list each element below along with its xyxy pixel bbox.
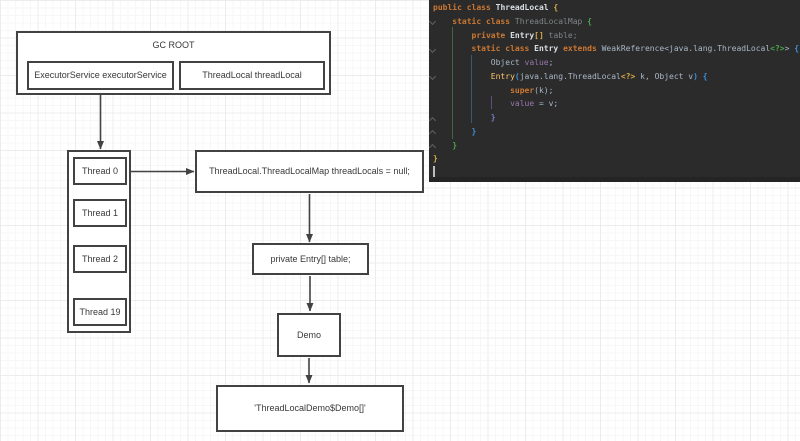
code-editor-panel[interactable]: public class ThreadLocal { static class … bbox=[429, 0, 800, 182]
thread-0-node[interactable]: Thread 0 bbox=[73, 157, 127, 185]
code-line[interactable]: Object value; bbox=[433, 58, 554, 67]
threadlocalmap-node[interactable]: ThreadLocal.ThreadLocalMap threadLocals … bbox=[195, 150, 424, 193]
code-line[interactable]: } bbox=[490, 113, 496, 122]
code-line[interactable]: private Entry[] table; bbox=[471, 30, 578, 40]
demo-label: Demo bbox=[296, 329, 321, 340]
code-line[interactable]: static class Entry extends WeakReference… bbox=[471, 44, 800, 54]
executor-service-label: ExecutorService executorService bbox=[34, 70, 167, 81]
thread-0-label: Thread 0 bbox=[81, 165, 119, 176]
thread-19-label: Thread 19 bbox=[79, 306, 121, 317]
code-line[interactable]: super(k); bbox=[510, 85, 554, 95]
entry-table-node[interactable]: private Entry[] table; bbox=[252, 243, 369, 275]
code-line[interactable]: value = v; bbox=[510, 99, 559, 109]
gc-root-label: GC ROOT bbox=[152, 40, 195, 50]
demo-node[interactable]: Demo bbox=[277, 313, 341, 357]
code-lines: public class ThreadLocal { static class … bbox=[433, 1, 799, 166]
code-line[interactable]: public class ThreadLocal { bbox=[433, 3, 559, 12]
editor-bottom-strip bbox=[429, 177, 800, 182]
threadlocal-label: ThreadLocal threadLocal bbox=[202, 70, 302, 81]
thread-19-node[interactable]: Thread 19 bbox=[73, 298, 127, 326]
code-line[interactable]: Entry(java.lang.ThreadLocal<?> k, Object… bbox=[490, 71, 708, 81]
code-line[interactable]: } bbox=[452, 140, 458, 150]
thread-2-label: Thread 2 bbox=[81, 253, 119, 264]
code-line[interactable]: static class ThreadLocalMap { bbox=[452, 16, 592, 26]
code-line[interactable]: } bbox=[433, 154, 438, 164]
text-caret bbox=[433, 166, 435, 179]
demo-array-node[interactable]: 'ThreadLocalDemo$Demo[]' bbox=[216, 385, 404, 432]
executor-service-node[interactable]: ExecutorService executorService bbox=[27, 61, 174, 90]
thread-1-node[interactable]: Thread 1 bbox=[73, 199, 127, 227]
threadlocalmap-label: ThreadLocal.ThreadLocalMap threadLocals … bbox=[209, 166, 410, 177]
code-line[interactable]: } bbox=[471, 126, 477, 136]
indent-guide bbox=[471, 55, 472, 123]
entry-table-label: private Entry[] table; bbox=[270, 253, 351, 264]
demo-array-label: 'ThreadLocalDemo$Demo[]' bbox=[254, 403, 366, 414]
thread-list-container[interactable]: Thread 0 Thread 1 Thread 2 Thread 19 bbox=[67, 150, 131, 333]
threadlocal-node[interactable]: ThreadLocal threadLocal bbox=[179, 61, 325, 90]
thread-1-label: Thread 1 bbox=[81, 207, 119, 218]
thread-2-node[interactable]: Thread 2 bbox=[73, 245, 127, 273]
indent-guide bbox=[452, 27, 453, 139]
indent-guide bbox=[491, 96, 492, 109]
